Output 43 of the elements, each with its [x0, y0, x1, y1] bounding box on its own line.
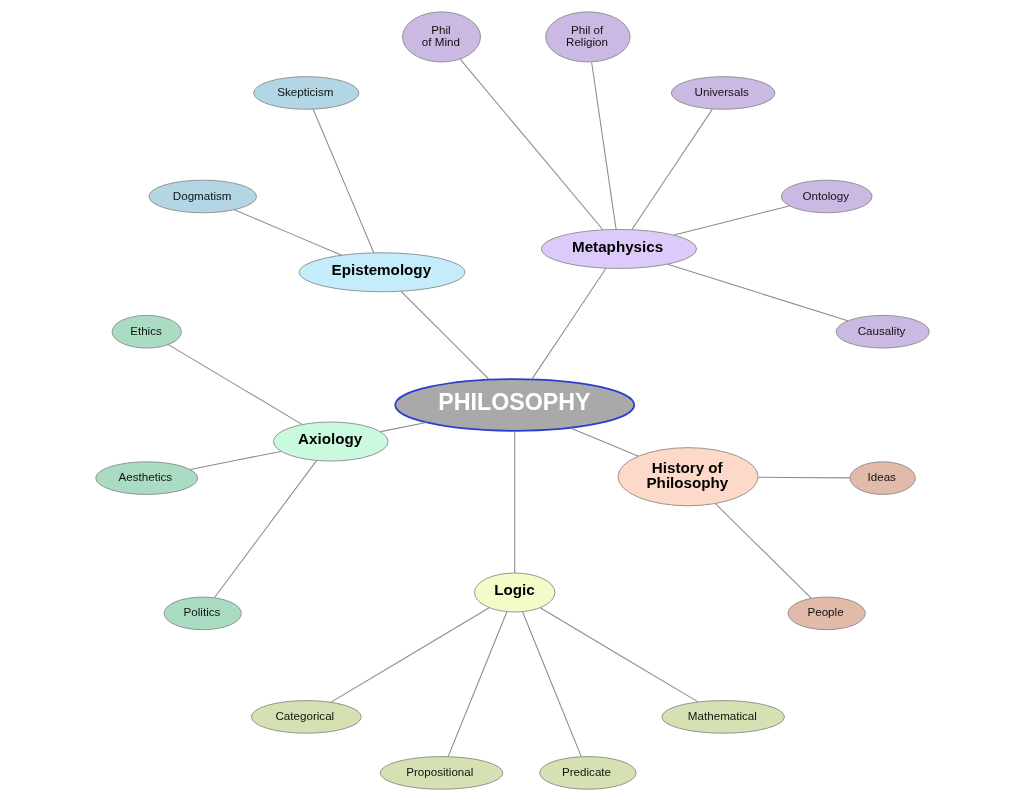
node-ellipse: Logic [473, 572, 555, 613]
connector [447, 611, 507, 757]
node-ellipse: Ethics [111, 314, 182, 349]
connector [757, 476, 850, 479]
connector [630, 108, 713, 231]
connector [459, 58, 603, 231]
connector [213, 460, 317, 599]
node-ellipse: Predicate [538, 756, 637, 790]
node-ellipse: Phil of Mind [401, 11, 481, 63]
connector [530, 267, 606, 380]
node-ellipse: People [787, 596, 866, 631]
node-ellipse: PHILOSOPHY [393, 378, 635, 432]
connector [167, 344, 302, 425]
connector [379, 421, 427, 433]
connector [590, 61, 617, 230]
node-ellipse: Dogmatism [148, 179, 257, 214]
node-ellipse: History of Philosophy [617, 447, 759, 507]
node-ellipse: Ideas [849, 461, 916, 495]
connector [189, 450, 281, 470]
node-ellipse: Ontology [780, 179, 872, 214]
connector [513, 430, 515, 574]
connector [673, 205, 790, 236]
connector [400, 290, 490, 380]
node-ellipse: Aesthetics [94, 461, 198, 495]
connector [233, 209, 342, 256]
connector [330, 607, 490, 703]
node-ellipse: Axiology [272, 421, 388, 462]
connector [569, 427, 639, 457]
node-ellipse: Skepticism [252, 76, 359, 110]
node-ellipse: Epistemology [298, 252, 465, 293]
connector [666, 263, 848, 322]
node-ellipse: Phil of Religion [544, 11, 631, 63]
node-ellipse: Propositional [379, 756, 503, 790]
connector [521, 611, 582, 758]
connector [312, 108, 374, 254]
node-ellipse: Mathematical [660, 700, 785, 734]
node-ellipse: Universals [670, 76, 775, 110]
connector [539, 607, 699, 703]
node-ellipse: Politics [163, 596, 242, 631]
node-ellipse: Categorical [250, 700, 362, 734]
node-ellipse: Metaphysics [540, 229, 697, 269]
node-ellipse: Causality [835, 314, 930, 349]
connector [714, 503, 812, 599]
